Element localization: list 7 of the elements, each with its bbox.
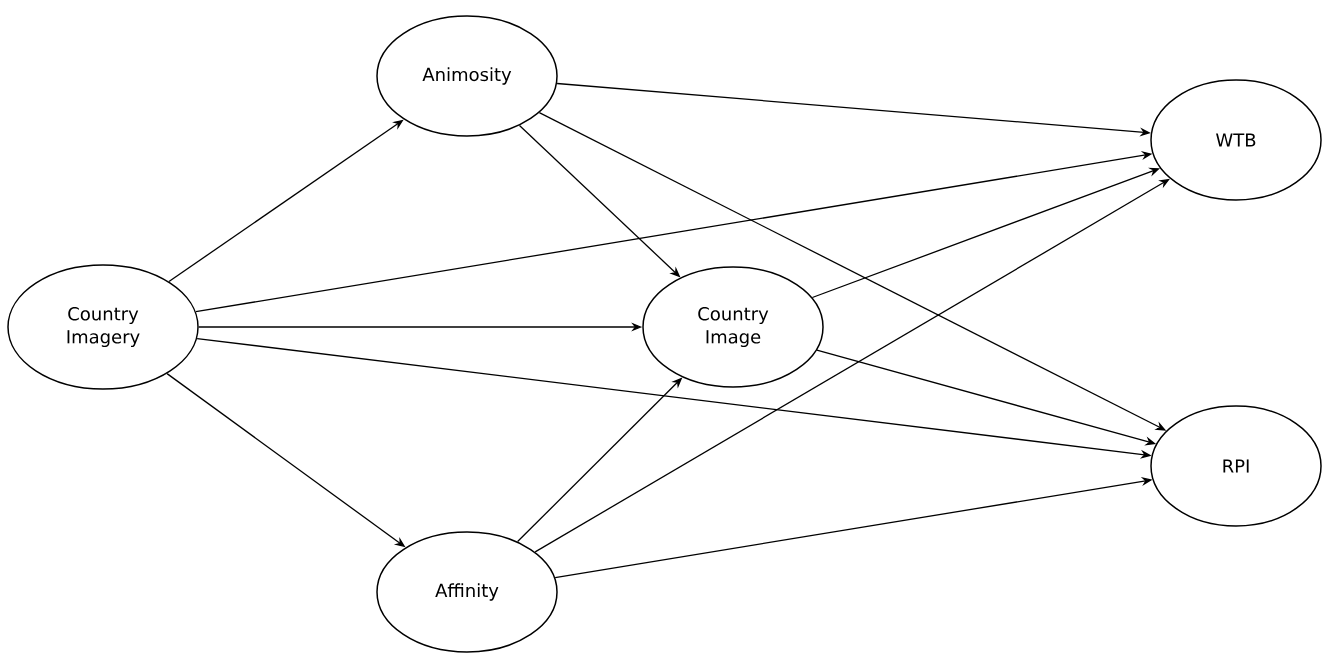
ellipse-node: Country Image (642, 266, 824, 388)
ellipse-node: Animosity (376, 15, 558, 137)
ellipse-node: Affinity (376, 531, 558, 653)
arrow (168, 119, 404, 283)
ellipse-node: Country Imagery (7, 264, 199, 390)
ellipse-node: WTB (1150, 79, 1322, 201)
ellipse-node: RPI (1150, 405, 1322, 527)
